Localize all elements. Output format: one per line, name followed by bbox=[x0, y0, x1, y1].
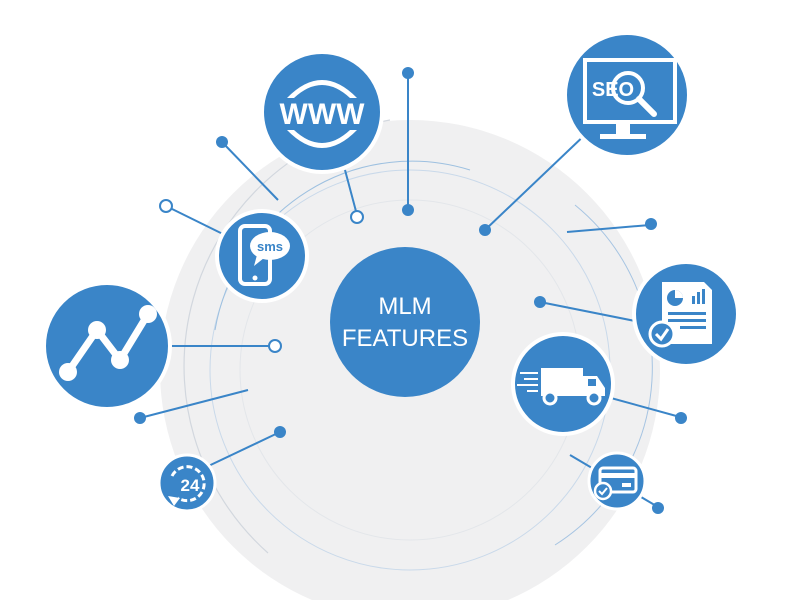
feature-report bbox=[632, 260, 740, 368]
connector-support bbox=[199, 431, 281, 471]
feature-delivery bbox=[511, 332, 615, 436]
center-title-line1: MLM bbox=[378, 293, 431, 320]
feature-analytics bbox=[42, 281, 172, 411]
dot-seo bbox=[479, 224, 491, 236]
center-title-line2: FEATURES bbox=[342, 325, 468, 352]
feature-payment bbox=[587, 451, 647, 511]
line-graph-icon bbox=[59, 305, 157, 381]
report-document-icon bbox=[648, 282, 712, 348]
connector-report bbox=[539, 301, 641, 323]
dot-delivery bbox=[675, 412, 687, 424]
connectors bbox=[139, 73, 681, 508]
dot-payment bbox=[652, 502, 664, 514]
sms-phone-icon: sms bbox=[238, 224, 290, 286]
www-text: WWW bbox=[280, 98, 366, 131]
feature-web: WWW bbox=[260, 50, 384, 174]
seo-text: SEO bbox=[592, 79, 634, 101]
dot-analytics-open bbox=[268, 339, 282, 353]
connector-seo bbox=[484, 129, 591, 231]
connector-web-left bbox=[221, 141, 279, 201]
connector-delivery bbox=[599, 394, 681, 418]
feature-sms: sms bbox=[215, 209, 309, 303]
blue-ring-arc-right bbox=[554, 204, 653, 546]
dot-web-left bbox=[216, 136, 228, 148]
feature-seo: SEO bbox=[563, 31, 691, 159]
dot-web-bottom-open bbox=[350, 210, 364, 224]
support-24-text: 24 bbox=[181, 476, 200, 495]
dot-right-top bbox=[645, 218, 657, 230]
dot-top-lower bbox=[402, 204, 414, 216]
dot-left-low bbox=[134, 412, 146, 424]
credit-card-check-icon bbox=[593, 466, 638, 501]
center-circle bbox=[330, 247, 480, 397]
feature-support: 24 bbox=[157, 453, 217, 513]
center-hub: MLM FEATURES bbox=[330, 247, 480, 397]
seo-monitor-search-icon: SEO bbox=[583, 58, 677, 139]
delivery-truck-icon bbox=[517, 368, 605, 406]
connector-web-bottom bbox=[344, 169, 358, 216]
dot-top bbox=[402, 67, 414, 79]
globe-www-icon: WWW bbox=[280, 80, 366, 148]
dot-report bbox=[534, 296, 546, 308]
web-badge bbox=[260, 50, 384, 174]
dot-support bbox=[274, 426, 286, 438]
connector-right-top bbox=[566, 224, 651, 233]
connector-dots bbox=[134, 67, 687, 514]
24-hour-support-icon: 24 bbox=[168, 465, 206, 506]
dot-sms-open bbox=[159, 199, 173, 213]
connector-left-low bbox=[139, 389, 249, 419]
sms-text: sms bbox=[257, 239, 283, 254]
